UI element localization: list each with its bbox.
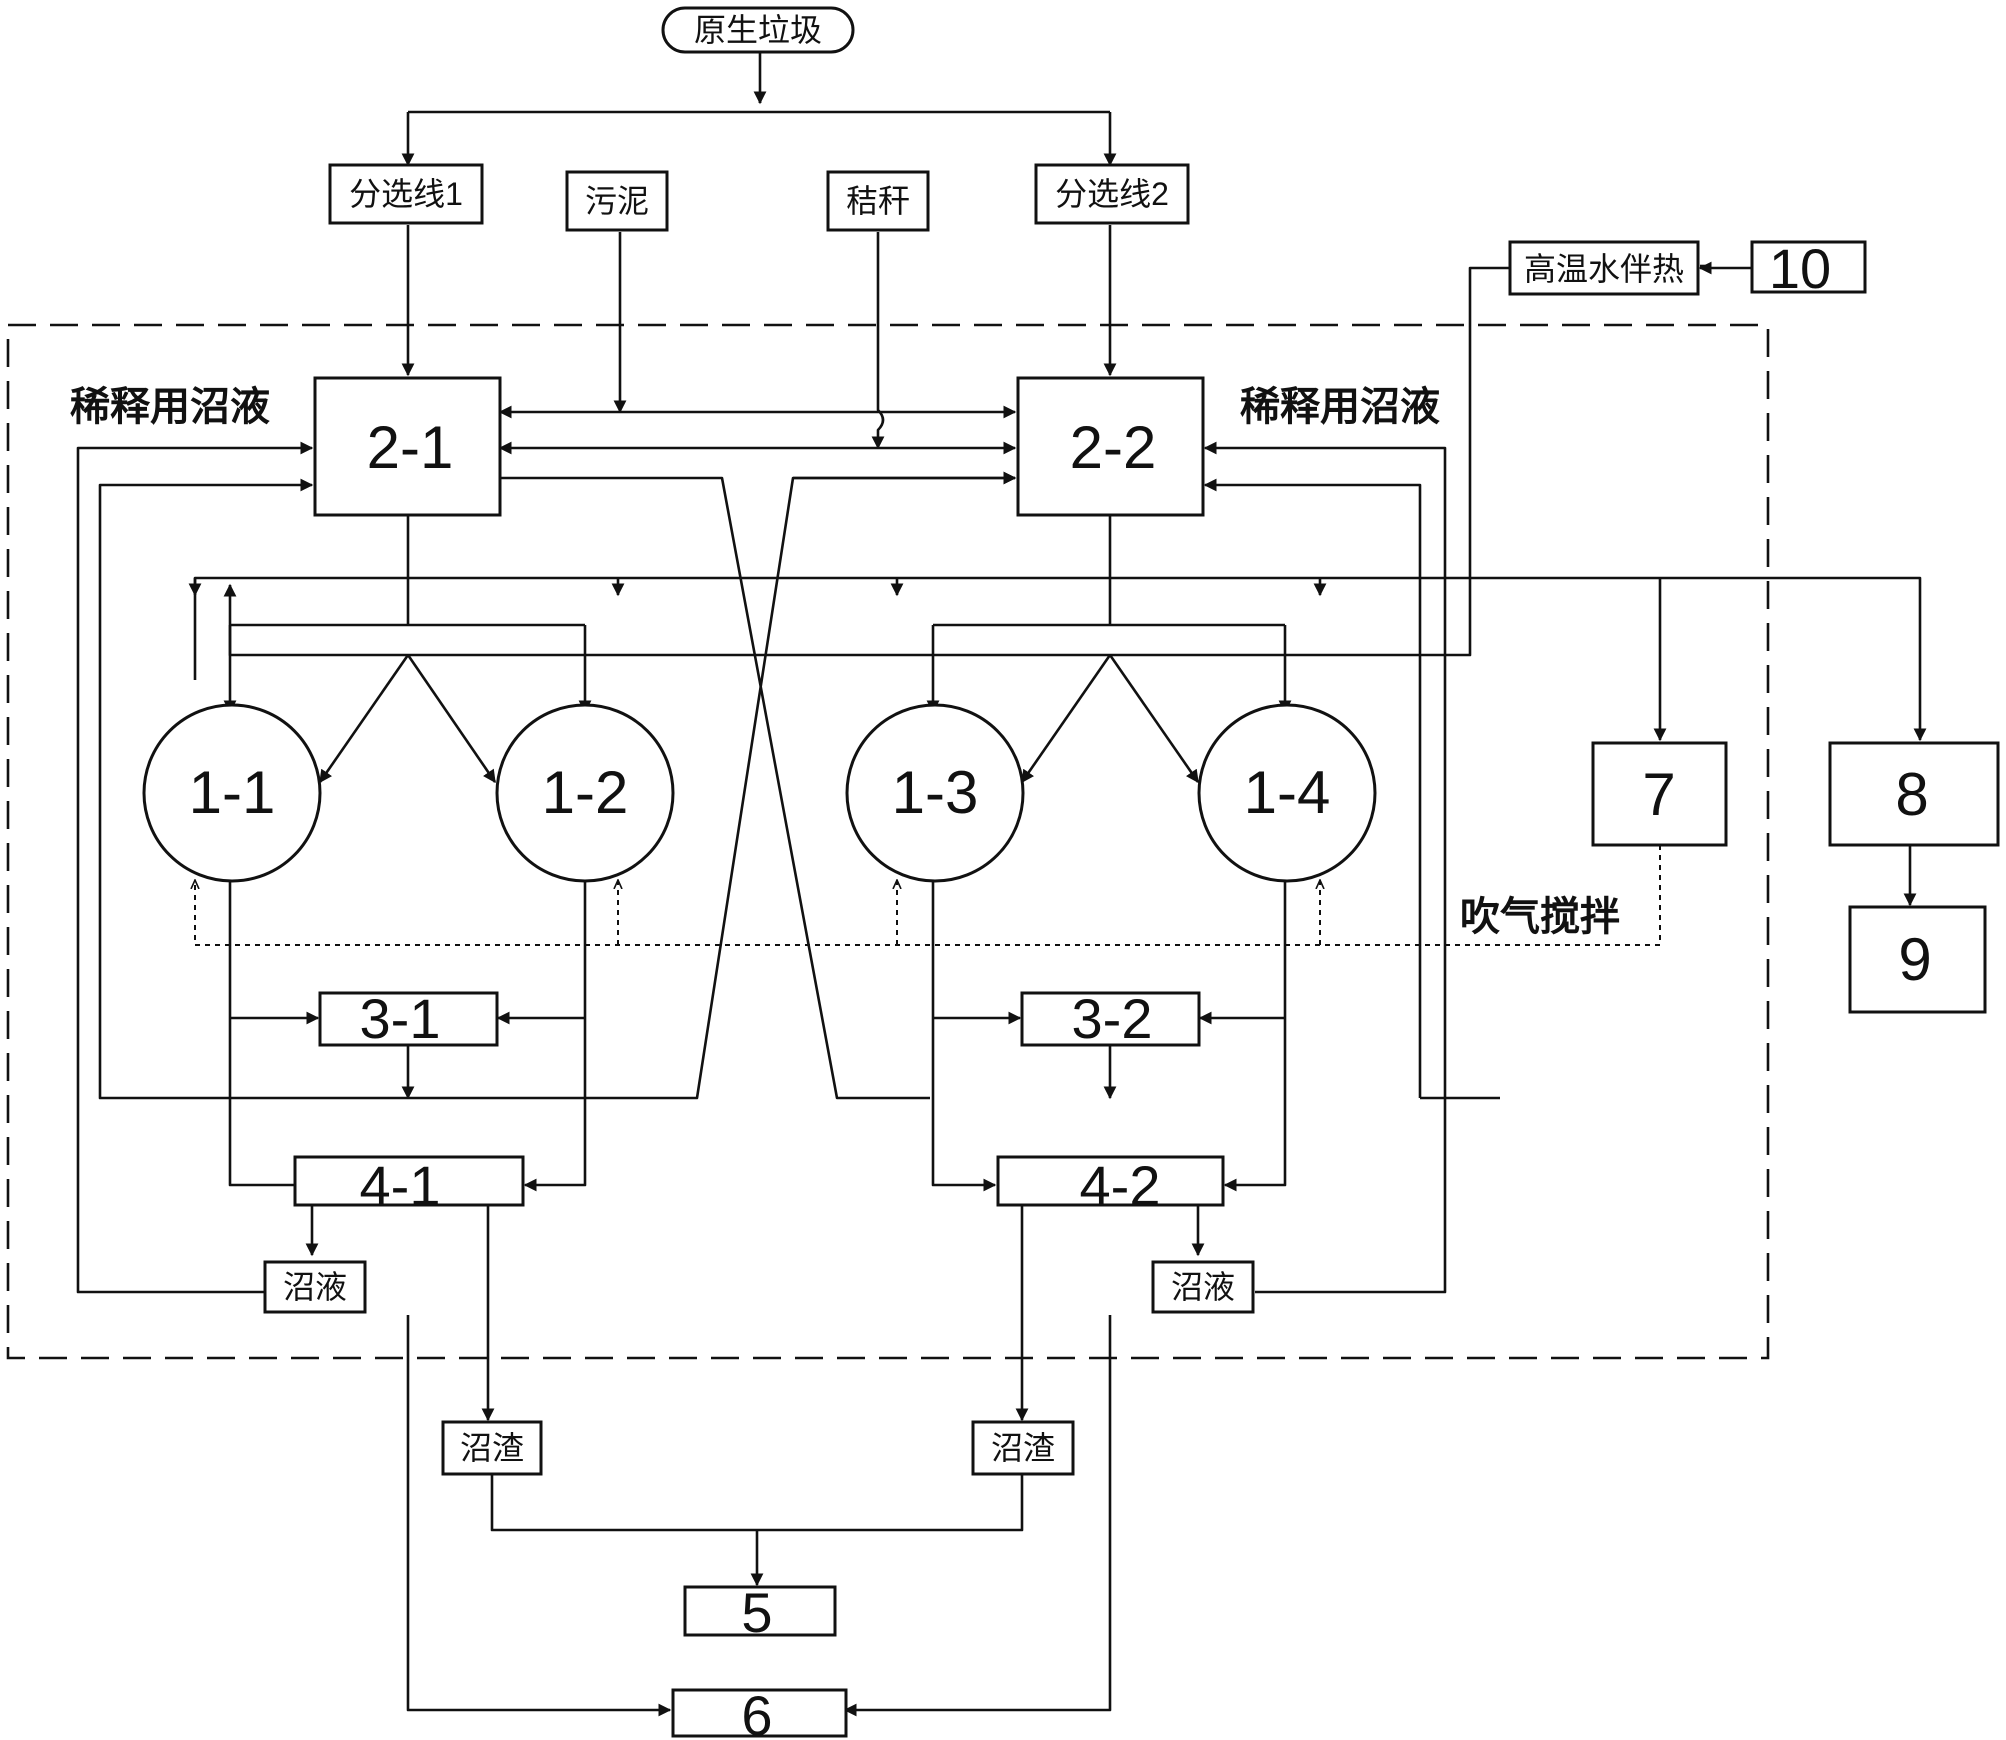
biogas-residue-left-label: 沼渣 [460, 1430, 524, 1466]
node-digester-1-2: 1-2 [495, 703, 675, 883]
left-group-flows [76, 441, 672, 1717]
raw-waste-label: 原生垃圾 [694, 12, 822, 48]
node-10: 10 [1750, 237, 1867, 300]
residue-to-5 [490, 1475, 1024, 1587]
biogas-liquid-left-label: 沼液 [283, 1269, 347, 1305]
node-hot-water-tracing: 高温水伴热 [1508, 240, 1700, 296]
right-group-flows [843, 441, 1500, 1717]
node-biogas-liquid-left: 沼液 [263, 1260, 367, 1314]
node-3-2-label: 3-2 [1072, 987, 1153, 1050]
node-mixer-2-1: 2-1 [313, 376, 502, 517]
node-digester-1-4: 1-4 [1197, 703, 1377, 883]
node-4-2-label: 4-2 [1080, 1154, 1161, 1217]
dilution-liquid-right-annotation: 稀释用沼液 [1240, 385, 1440, 429]
node-4-1: 4-1 [293, 1154, 525, 1217]
mixer-2-1-label: 2-1 [367, 414, 454, 481]
node-6: 6 [671, 1684, 848, 1740]
node-3-1: 3-1 [318, 987, 499, 1050]
mixer-interconnections [98, 405, 1017, 1100]
feed-connectors [401, 52, 1117, 450]
hot-water-tracing-label: 高温水伴热 [1524, 251, 1684, 287]
node-sludge: 污泥 [565, 170, 669, 232]
digester-1-3-label: 1-3 [892, 759, 979, 826]
node-8-label: 8 [1895, 761, 1928, 828]
air-agitation-lines [195, 845, 1661, 946]
node-biogas-residue-right: 沼渣 [971, 1420, 1075, 1476]
digester-1-1-label: 1-1 [189, 759, 276, 826]
biogas-liquid-right-label: 沼液 [1171, 1269, 1235, 1305]
node-7: 7 [1591, 741, 1728, 847]
node-7-label: 7 [1642, 761, 1675, 828]
straw-label: 秸秆 [846, 183, 910, 219]
system-boundary [6, 323, 1770, 1360]
sorting-line-2-label: 分选线2 [1055, 176, 1169, 212]
node-digester-1-1: 1-1 [142, 703, 322, 883]
node-9-label: 9 [1898, 926, 1931, 993]
node-4-1-label: 4-1 [360, 1154, 441, 1217]
node-sorting-line-1: 分选线1 [328, 163, 484, 225]
node-mixer-2-2: 2-2 [1016, 376, 1205, 517]
node-biogas-liquid-right: 沼液 [1151, 1260, 1255, 1314]
dilution-liquid-left-annotation: 稀释用沼液 [70, 385, 270, 429]
node-3-1-label: 3-1 [360, 987, 441, 1050]
node-5-label: 5 [741, 1581, 772, 1644]
sorting-line-1-label: 分选线1 [349, 176, 463, 212]
digester-1-4-label: 1-4 [1244, 759, 1331, 826]
mixer-2-2-label: 2-2 [1070, 414, 1157, 481]
biogas-residue-right-label: 沼渣 [991, 1430, 1055, 1466]
node-biogas-residue-left: 沼渣 [441, 1420, 543, 1476]
node-digester-1-3: 1-3 [845, 703, 1025, 883]
node-straw: 秸秆 [826, 170, 930, 232]
node-3-2: 3-2 [1020, 987, 1201, 1050]
node-8: 8 [1828, 741, 2000, 847]
node-5: 5 [683, 1581, 837, 1644]
air-agitation-annotation: 吹气搅拌 [1460, 895, 1620, 939]
node-4-2: 4-2 [996, 1154, 1225, 1217]
node-6-label: 6 [741, 1684, 772, 1740]
digester-1-2-label: 1-2 [542, 759, 629, 826]
node-10-label: 10 [1769, 237, 1831, 300]
node-sorting-line-2: 分选线2 [1034, 163, 1190, 225]
sludge-label: 污泥 [585, 183, 649, 219]
node-9: 9 [1848, 905, 1987, 1014]
node-raw-waste: 原生垃圾 [661, 6, 855, 54]
